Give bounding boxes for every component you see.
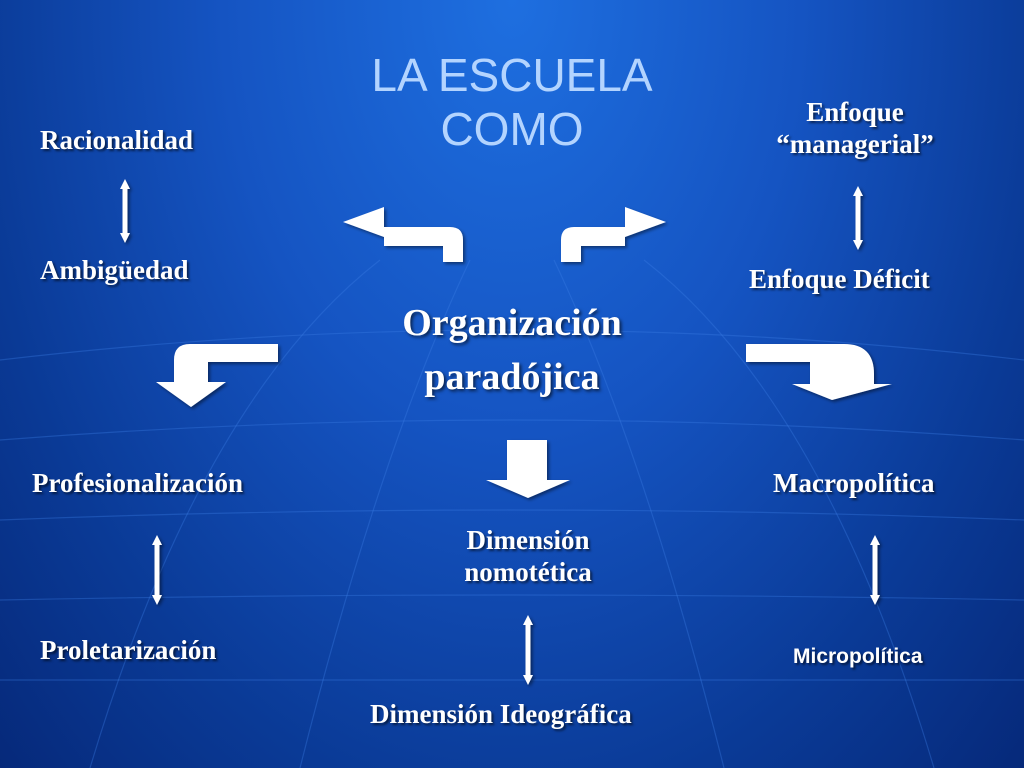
label-enfoque-managerial-line-1: Enfoque <box>806 97 904 127</box>
center-line-2: paradójica <box>424 356 600 398</box>
label-micropolitica: Micropolítica <box>793 645 923 668</box>
label-racionalidad: Racionalidad <box>40 125 194 155</box>
slide-title: LA ESCUELA COMO <box>312 48 712 156</box>
label-enfoque-managerial-line-2: “managerial” <box>776 129 934 159</box>
label-proletarizacion: Proletarización <box>40 635 217 665</box>
label-dimension-nomotetica-line-2: nomotética <box>464 557 592 587</box>
curved-arrow-right <box>746 344 892 400</box>
title-line-1: LA ESCUELA <box>371 49 653 101</box>
center-concept: Organización paradójica <box>342 296 682 404</box>
center-line-1: Organización <box>402 302 622 344</box>
label-enfoque-deficit: Enfoque Déficit <box>749 264 930 294</box>
title-line-2: COMO <box>440 103 584 155</box>
label-enfoque-managerial: Enfoque “managerial” <box>740 96 970 160</box>
curved-arrow-top-right <box>561 207 666 262</box>
label-ambiguedad: Ambigüedad <box>40 255 189 285</box>
curved-arrow-top-left <box>343 207 463 262</box>
label-macropolitica: Macropolítica <box>773 468 935 498</box>
label-dimension-nomotetica: Dimensión nomotética <box>412 524 644 588</box>
label-profesionalizacion: Profesionalización <box>32 468 243 498</box>
curved-arrow-left <box>156 344 278 407</box>
label-dimension-nomotetica-line-1: Dimensión <box>466 525 590 555</box>
down-arrow-center <box>486 440 570 498</box>
label-dimension-ideografica: Dimensión Ideográfica <box>370 699 632 729</box>
